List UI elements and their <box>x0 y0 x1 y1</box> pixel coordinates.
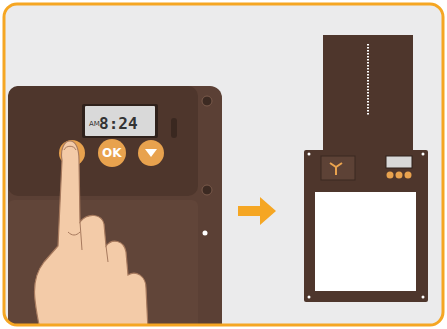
arrow <box>238 197 276 225</box>
hand <box>35 141 149 325</box>
clock-time: 8:24 <box>99 116 138 132</box>
ok-button: OK <box>98 139 126 167</box>
screw <box>202 185 212 195</box>
door-window <box>315 192 416 291</box>
housing <box>8 86 222 325</box>
door-slider <box>323 35 413 153</box>
time-period: AM <box>89 121 100 128</box>
ok-button-shape <box>98 139 126 167</box>
down-button <box>138 140 164 166</box>
slot <box>171 118 177 138</box>
button-label: OK <box>102 147 122 159</box>
lcd-display: AM8:24 <box>85 106 155 136</box>
scale <box>367 44 369 116</box>
hole <box>203 231 208 236</box>
door-frame <box>304 150 428 302</box>
down-triangle <box>145 149 157 157</box>
screw <box>202 96 212 106</box>
frame <box>4 4 443 325</box>
lcd-bezel <box>82 104 158 138</box>
control-face <box>8 86 198 196</box>
